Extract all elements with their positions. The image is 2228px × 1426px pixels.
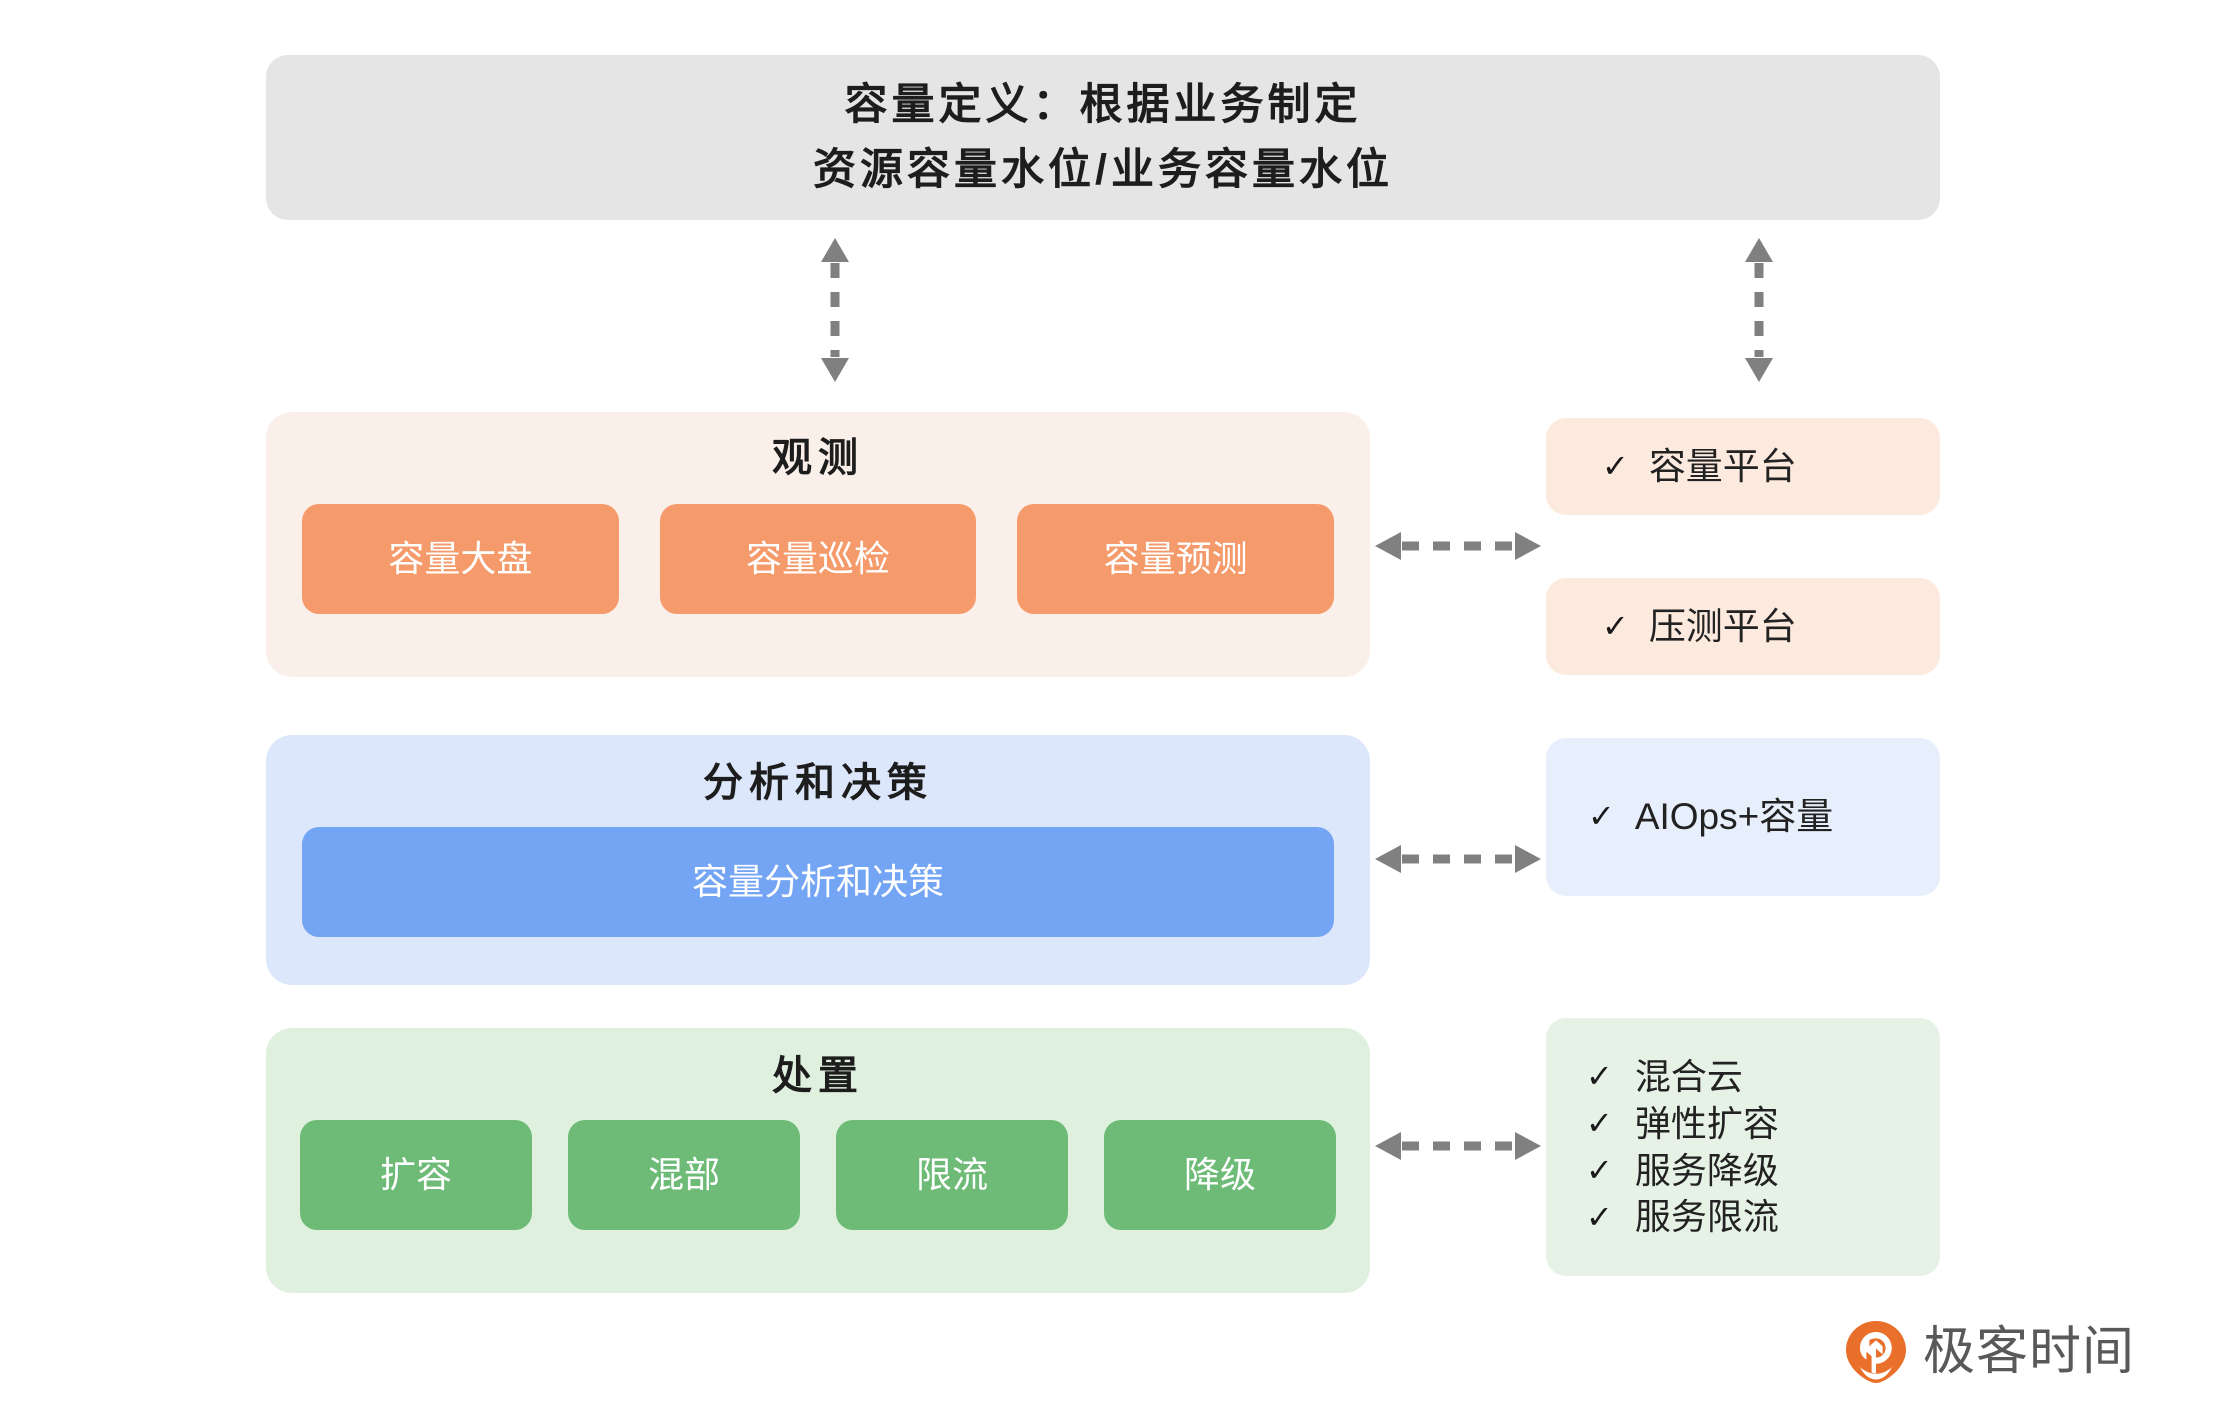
panel-analyze-chip-row: 容量分析和决策 xyxy=(266,827,1370,937)
side-item-label: AIOps+容量 xyxy=(1634,796,1834,838)
chip-capacity-inspection[interactable]: 容量巡检 xyxy=(659,504,977,614)
side-card-aiops[interactable]: ✓ AIOps+容量 xyxy=(1546,738,1940,896)
side-item-elastic-scaling: ✓ 弹性扩容 xyxy=(1586,1102,1940,1146)
chip-scale-out[interactable]: 扩容 xyxy=(300,1120,532,1230)
vertical-double-arrow-left-icon xyxy=(818,235,852,385)
panel-dispose-chip-row: 扩容 混部 限流 降级 xyxy=(266,1120,1370,1230)
chip-capacity-forecast[interactable]: 容量预测 xyxy=(1017,504,1335,614)
side-item-label: 弹性扩容 xyxy=(1634,1102,1779,1144)
chip-capacity-analysis-decision[interactable]: 容量分析和决策 xyxy=(302,827,1334,937)
check-icon: ✓ xyxy=(1586,1198,1613,1235)
capacity-definition-banner: 容量定义：根据业务制定 资源容量水位/业务容量水位 xyxy=(266,55,1940,220)
vertical-double-arrow-right-icon xyxy=(1742,235,1776,385)
side-item-hybrid-cloud: ✓ 混合云 xyxy=(1586,1055,1940,1099)
panel-dispose-title: 处置 xyxy=(772,1054,864,1098)
side-card-capacity-platform[interactable]: ✓ 容量平台 xyxy=(1546,418,1940,515)
banner-line-1: 容量定义：根据业务制定 xyxy=(844,81,1362,130)
panel-analyze: 分析和决策 容量分析和决策 xyxy=(266,735,1370,985)
side-item-label: 服务降级 xyxy=(1634,1149,1779,1191)
side-item-label: 容量平台 xyxy=(1648,445,1797,487)
horizontal-double-arrow-analyze-icon xyxy=(1372,838,1544,880)
side-item-label: 压测平台 xyxy=(1648,605,1797,647)
side-card-stress-platform[interactable]: ✓ 压测平台 xyxy=(1546,578,1940,675)
horizontal-double-arrow-observe-icon xyxy=(1372,525,1544,567)
check-icon: ✓ xyxy=(1602,607,1629,644)
panel-observe-title: 观测 xyxy=(772,436,864,480)
geektime-wordmark: 极客时间 xyxy=(1923,1323,2136,1381)
check-icon: ✓ xyxy=(1586,1105,1613,1142)
panel-observe: 观测 容量大盘 容量巡检 容量预测 xyxy=(266,412,1370,677)
check-icon: ✓ xyxy=(1586,1151,1613,1188)
chip-degradation[interactable]: 降级 xyxy=(1104,1120,1336,1230)
check-icon: ✓ xyxy=(1588,798,1615,835)
check-icon: ✓ xyxy=(1586,1058,1613,1095)
side-item-aiops: ✓ AIOps+容量 xyxy=(1588,794,1940,839)
panel-analyze-title: 分析和决策 xyxy=(703,761,933,805)
side-item-service-rate-limit: ✓ 服务限流 xyxy=(1586,1195,1940,1239)
geektime-logo: 极客时间 xyxy=(1845,1320,2135,1384)
side-item-service-degradation: ✓ 服务降级 xyxy=(1586,1149,1940,1193)
check-icon: ✓ xyxy=(1602,447,1629,484)
side-card-dispose-capabilities[interactable]: ✓ 混合云 ✓ 弹性扩容 ✓ 服务降级 ✓ 服务限流 xyxy=(1546,1018,1940,1276)
chip-capacity-dashboard[interactable]: 容量大盘 xyxy=(302,504,619,614)
side-item-label: 服务限流 xyxy=(1634,1196,1779,1238)
geektime-pin-icon xyxy=(1845,1320,1907,1384)
side-item-stress-platform: ✓ 压测平台 xyxy=(1602,604,1940,649)
horizontal-double-arrow-dispose-icon xyxy=(1372,1125,1544,1167)
panel-observe-chip-row: 容量大盘 容量巡检 容量预测 xyxy=(266,504,1370,614)
chip-rate-limit[interactable]: 限流 xyxy=(836,1120,1068,1230)
banner-line-2: 资源容量水位/业务容量水位 xyxy=(813,145,1393,194)
side-item-capacity-platform: ✓ 容量平台 xyxy=(1602,444,1940,489)
side-item-label: 混合云 xyxy=(1634,1055,1743,1097)
panel-dispose: 处置 扩容 混部 限流 降级 xyxy=(266,1028,1370,1293)
chip-colocation[interactable]: 混部 xyxy=(568,1120,800,1230)
